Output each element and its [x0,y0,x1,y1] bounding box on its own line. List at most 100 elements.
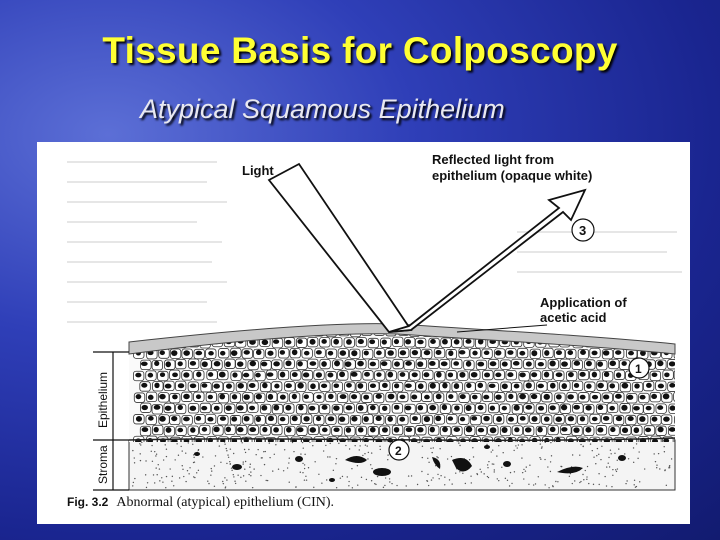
caption-text: Abnormal (atypical) epithelium (CIN). [116,495,335,510]
cell-nucleus [147,372,154,378]
cell-nucleus [279,394,286,400]
stroma-dot [325,444,327,447]
stroma-dot [321,482,323,484]
cell-nucleus [676,372,682,377]
cell-nucleus [170,331,178,334]
cell-nucleus [663,416,670,422]
stroma-dot [607,462,609,464]
cell-nucleus [429,382,436,389]
cell-nucleus [220,438,226,442]
stroma-dot [579,481,581,484]
stroma-dot [472,447,474,449]
cell-nucleus [147,394,154,400]
cell-nucleus [543,393,550,400]
stroma-dot [491,463,494,465]
cell-nucleus [147,331,154,334]
cell-nucleus [676,394,682,400]
stroma-dot [492,449,494,451]
cell-nucleus [651,416,658,422]
marker-3: 3 [579,223,586,238]
stroma-dot [600,458,602,461]
cell-nucleus [333,405,340,411]
cell-nucleus [525,404,533,410]
stroma-dot [370,452,373,454]
stroma-dot [302,447,304,449]
stroma-dot [367,458,369,460]
cell-nucleus [207,372,214,377]
cell-nucleus [543,371,550,378]
stroma-dot [633,484,635,486]
cell-nucleus [621,427,629,434]
stroma-dot [389,441,391,444]
epithelial-cell [673,348,675,360]
stroma-dot [632,447,635,449]
stroma-dot [540,447,543,449]
cell-nucleus [285,404,292,411]
cell-nucleus [477,361,485,367]
stroma-dot [242,463,244,465]
cell-nucleus [310,383,316,390]
stroma-dot [134,477,136,480]
stroma-dot [255,454,257,456]
stroma-dot [633,479,636,481]
cell-nucleus [508,416,514,422]
cell-nucleus [393,339,400,345]
cell-nucleus [399,394,406,400]
cell-nucleus [639,394,646,400]
cell-nucleus [243,394,250,400]
cell-nucleus [513,404,520,411]
stroma-dot [248,473,250,476]
stroma-dot [174,459,176,461]
stroma-dot [487,476,490,479]
cell-nucleus [436,371,442,378]
cell-nucleus [615,331,622,333]
stroma-dot [133,457,135,459]
stroma-dot [644,468,646,470]
stroma-dot [356,465,359,467]
cell-nucleus [411,394,418,400]
stroma-dot [214,455,217,457]
cell-nucleus [477,405,484,411]
stroma-dot [534,483,537,485]
stroma-dot [326,479,328,481]
stroma-dot [237,474,239,476]
stroma-dot [498,479,500,482]
slide-subtitle: Atypical Squamous Epithelium [140,94,505,124]
stroma-dot [155,453,158,455]
cell-nucleus [430,339,436,345]
cell-nucleus [466,383,472,389]
cell-nucleus [171,350,178,356]
cell-nucleus [459,416,466,422]
cell-nucleus [634,383,640,389]
cell-nucleus [285,360,292,367]
cell-nucleus [621,404,628,411]
stroma-dot [305,475,307,477]
stroma-dot [162,481,164,483]
cell-nucleus [524,427,532,433]
stroma-dot [225,447,227,450]
stroma-dot [272,470,274,472]
cell-nucleus [213,405,220,411]
cell-nucleus [183,350,190,356]
stroma-dot [282,470,285,472]
stroma-dot [637,457,639,460]
cell-nucleus [561,427,568,432]
cell-nucleus [363,437,369,442]
cell-nucleus [321,361,327,367]
cell-nucleus [471,416,478,421]
stroma-dot [366,445,368,447]
cell-nucleus [225,383,233,389]
cell-nucleus [496,416,502,423]
cell-nucleus [177,427,184,433]
cell-nucleus [220,350,226,356]
stroma-dot [606,466,608,468]
stroma-dot [362,454,364,457]
stroma-dot [322,450,325,452]
cell-nucleus [489,405,496,411]
cell-nucleus [417,383,424,390]
cell-nucleus [296,427,304,433]
cell-nucleus [484,372,491,378]
stroma-dot [210,474,212,476]
cell-nucleus [207,416,214,422]
stroma-dot [560,465,562,468]
